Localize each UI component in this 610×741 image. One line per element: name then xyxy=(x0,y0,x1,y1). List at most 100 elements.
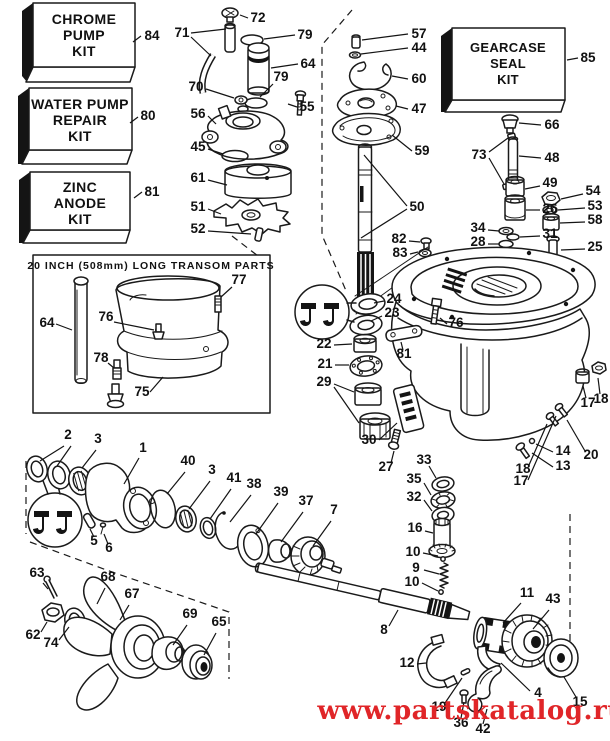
part-number-label: 12 xyxy=(399,655,414,670)
part-number-label: 79 xyxy=(273,69,288,84)
retainer-clip-12 xyxy=(417,633,458,689)
leader-line xyxy=(390,450,395,464)
leader-line xyxy=(388,609,399,627)
part-number-label: 51 xyxy=(190,199,206,214)
kit-box-label: REPAIR xyxy=(53,112,107,128)
part-number-label: 40 xyxy=(180,453,195,468)
cap-17 xyxy=(575,368,590,384)
leader-line xyxy=(132,35,142,43)
pinion-stack xyxy=(428,476,456,595)
pin-5 xyxy=(82,512,96,529)
extension-housing-75 xyxy=(115,275,229,379)
part-number-label: 18 xyxy=(515,461,531,476)
part-number-label: 50 xyxy=(409,199,424,214)
part-number-label: 66 xyxy=(544,117,560,132)
o-ring-40 xyxy=(149,489,177,529)
part-number-label: 42 xyxy=(475,721,490,736)
part-number-label: 73 xyxy=(471,147,487,162)
o-ring-79b xyxy=(244,97,268,109)
part-number-label: 3 xyxy=(208,462,216,477)
leader-line xyxy=(582,385,587,399)
leader-line xyxy=(312,520,332,547)
kit-box-label: KIT xyxy=(497,72,519,87)
washer-33 xyxy=(431,476,455,492)
shift-fork-42 xyxy=(467,665,502,713)
bolt-55 xyxy=(294,90,307,116)
leader-line xyxy=(500,662,531,692)
part-number-label: 15 xyxy=(572,694,588,709)
leader-line xyxy=(482,708,488,725)
leader-line xyxy=(81,449,97,469)
leader-line xyxy=(566,419,586,452)
leader-line xyxy=(42,582,49,590)
leader-line xyxy=(207,179,228,186)
kit-box-label: GEARCASE xyxy=(470,40,546,55)
part-number-label: 34 xyxy=(470,220,486,235)
part-number-label: 6 xyxy=(105,540,113,555)
part-number-label: 41 xyxy=(226,470,242,485)
leader-line xyxy=(149,376,164,393)
leader-line xyxy=(123,457,140,485)
leader-line xyxy=(190,36,212,57)
kit-box-label: WATER PUMP xyxy=(31,96,129,112)
leader-line xyxy=(239,14,249,19)
leader-line xyxy=(263,34,296,40)
bushing-26 xyxy=(504,194,526,221)
bushing-37 xyxy=(267,539,292,563)
part-number-label: 83 xyxy=(392,245,408,260)
leader-line xyxy=(423,499,433,512)
leader-line xyxy=(113,321,155,331)
bushing-49 xyxy=(505,175,525,197)
inset-title: 20 INCH (508mm) LONG TRANSOM PARTS xyxy=(27,260,274,272)
part-number-label: 85 xyxy=(580,50,596,65)
leader-line xyxy=(378,422,398,441)
leader-line xyxy=(563,676,577,698)
screw-66 xyxy=(501,114,519,134)
leader-line xyxy=(40,621,48,633)
leader-line xyxy=(439,317,448,325)
leader-line xyxy=(409,251,419,255)
part-number-label: 36 xyxy=(453,715,469,730)
bushing-29a xyxy=(354,382,382,406)
bearing-3b xyxy=(175,505,197,533)
cotter-pin-63 xyxy=(43,575,58,599)
leader-line xyxy=(255,502,279,535)
part-number-label: 47 xyxy=(411,101,426,116)
part-number-label: 71 xyxy=(174,25,190,40)
leader-line xyxy=(416,662,427,665)
part-number-label: 81 xyxy=(396,346,412,361)
bearing-21 xyxy=(349,355,383,377)
pin-10b xyxy=(438,589,444,595)
part-number-label: 2 xyxy=(64,427,72,442)
leader-line xyxy=(205,88,235,99)
kit-box-label: KIT xyxy=(68,128,92,144)
leader-line xyxy=(421,582,439,592)
part-number-label: 77 xyxy=(231,272,246,287)
bushing-58 xyxy=(542,213,560,231)
kit-box-water-pump-repair: WATER PUMP REPAIR KIT xyxy=(18,87,133,165)
pump-tube-64 xyxy=(247,42,270,96)
leader-line xyxy=(333,383,355,393)
bushing-29b xyxy=(359,412,391,440)
part-number-label: 44 xyxy=(411,40,427,55)
leader-line xyxy=(209,488,232,520)
leader-line xyxy=(502,602,522,624)
part-number-label: 22 xyxy=(316,336,331,351)
transom-parts-inset: 20 INCH (508mm) LONG TRANSOM PARTS xyxy=(27,254,274,414)
forward-gear-7 xyxy=(290,536,343,576)
part-number-label: 61 xyxy=(190,170,206,185)
part-number-label: 23 xyxy=(384,305,400,320)
washer-28 xyxy=(498,239,514,249)
prop-shaft-assembly xyxy=(254,562,579,713)
leader-line xyxy=(207,115,217,125)
leader-line xyxy=(220,286,233,298)
leader-line xyxy=(566,57,579,61)
part-number-label: 54 xyxy=(585,183,601,198)
leader-line xyxy=(287,103,298,108)
prop-shaft-8 xyxy=(254,562,471,621)
part-number-label: 16 xyxy=(407,520,423,535)
leader-line xyxy=(460,701,465,719)
kit-box-gearcase-seal: GEARCASE SEAL KIT xyxy=(441,27,566,113)
water-tube-71 xyxy=(198,22,236,94)
part-number-label: 5 xyxy=(90,533,98,548)
